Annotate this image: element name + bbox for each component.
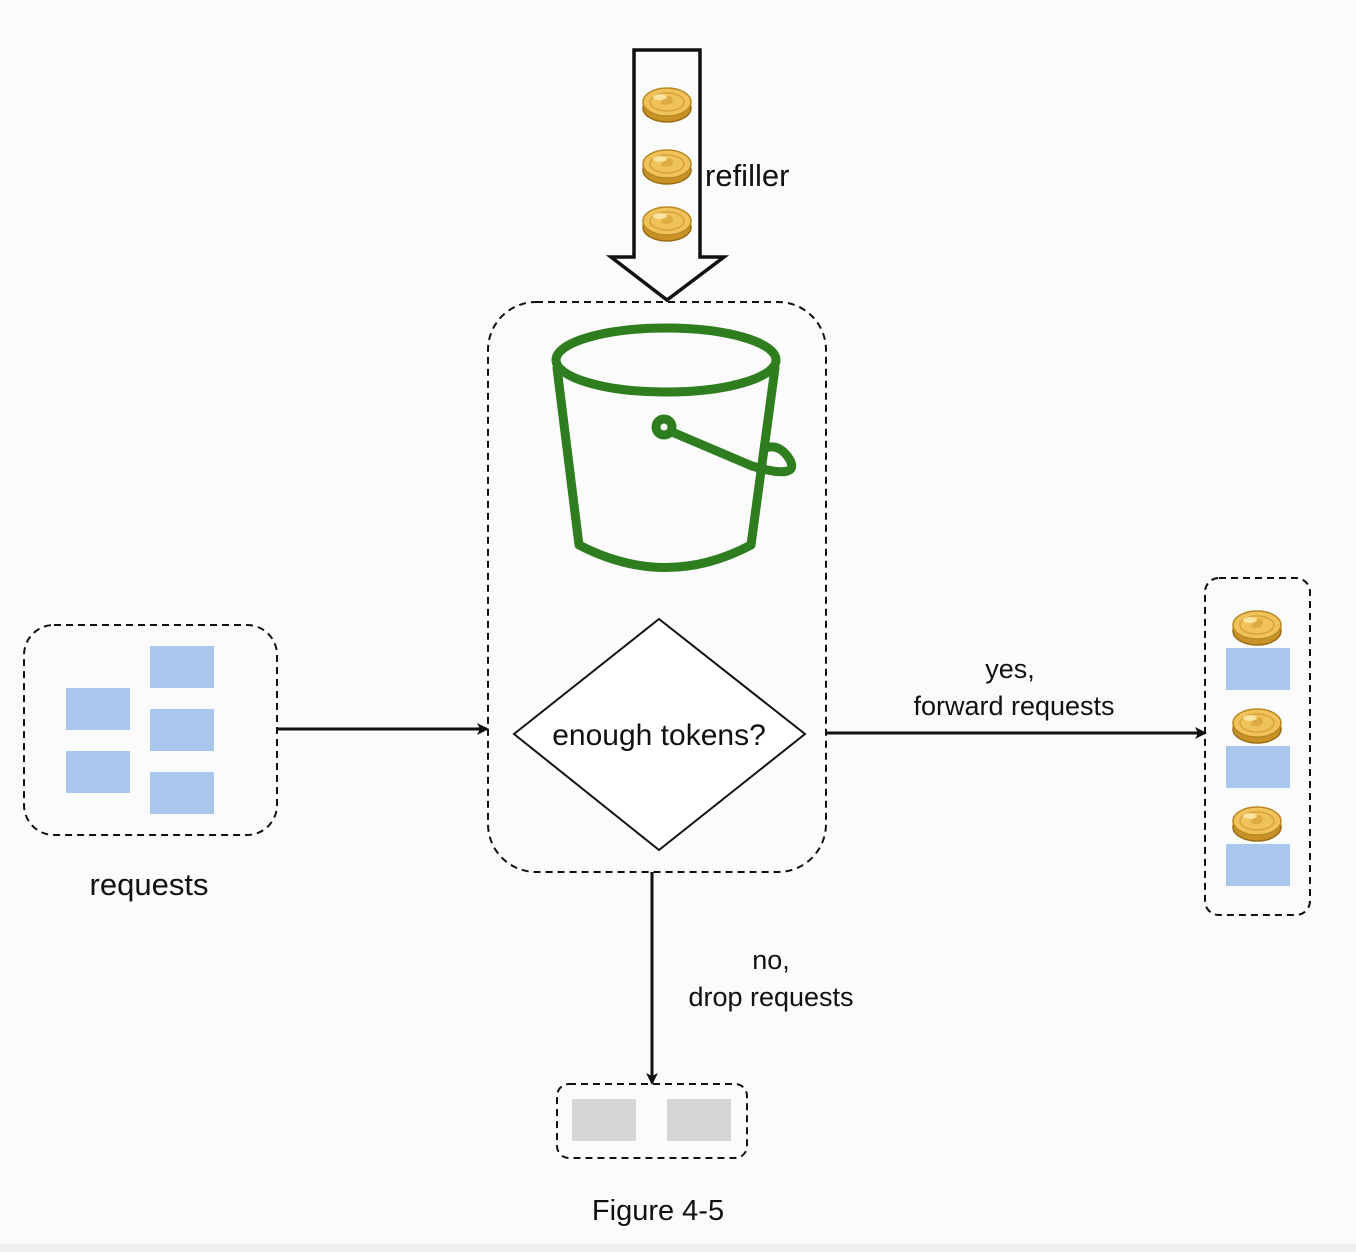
coin-icon xyxy=(1232,708,1282,744)
coin-icon xyxy=(642,149,692,185)
dropped-request-block xyxy=(572,1099,636,1141)
request-blocks xyxy=(66,646,214,814)
request-block xyxy=(150,646,214,688)
forward-label-line1: yes, xyxy=(985,654,1035,684)
refiller-label: refiller xyxy=(705,158,789,193)
forwarded-request-block xyxy=(1226,844,1290,886)
refill-coins xyxy=(642,87,692,242)
coin-icon xyxy=(642,206,692,242)
request-block xyxy=(150,709,214,751)
dropped-group xyxy=(556,1083,748,1159)
coin-icon xyxy=(1232,806,1282,842)
forwarded-group xyxy=(1204,577,1311,916)
bottom-edge xyxy=(0,1244,1356,1252)
decision-label: enough tokens? xyxy=(552,719,766,752)
coin-icon xyxy=(642,87,692,123)
forward-label-line2: forward requests xyxy=(913,691,1114,721)
drop-label-line2: drop requests xyxy=(688,982,853,1012)
bucket-icon xyxy=(551,323,797,572)
request-block xyxy=(66,688,130,730)
refiller-arrow xyxy=(605,48,730,303)
request-block xyxy=(66,751,130,793)
coin-icon xyxy=(1232,610,1282,646)
forwarded-request-block xyxy=(1226,648,1290,690)
dropped-request-block xyxy=(667,1099,731,1141)
figure-caption: Figure 4-5 xyxy=(592,1195,724,1227)
drop-label-line1: no, xyxy=(752,945,790,975)
forwarded-request-block xyxy=(1226,746,1290,788)
request-block xyxy=(150,772,214,814)
requests-group xyxy=(23,624,278,836)
forwarded-items xyxy=(1226,610,1290,886)
requests-label: requests xyxy=(90,867,209,902)
bucket-container xyxy=(487,301,827,873)
decision-diamond xyxy=(512,617,807,852)
